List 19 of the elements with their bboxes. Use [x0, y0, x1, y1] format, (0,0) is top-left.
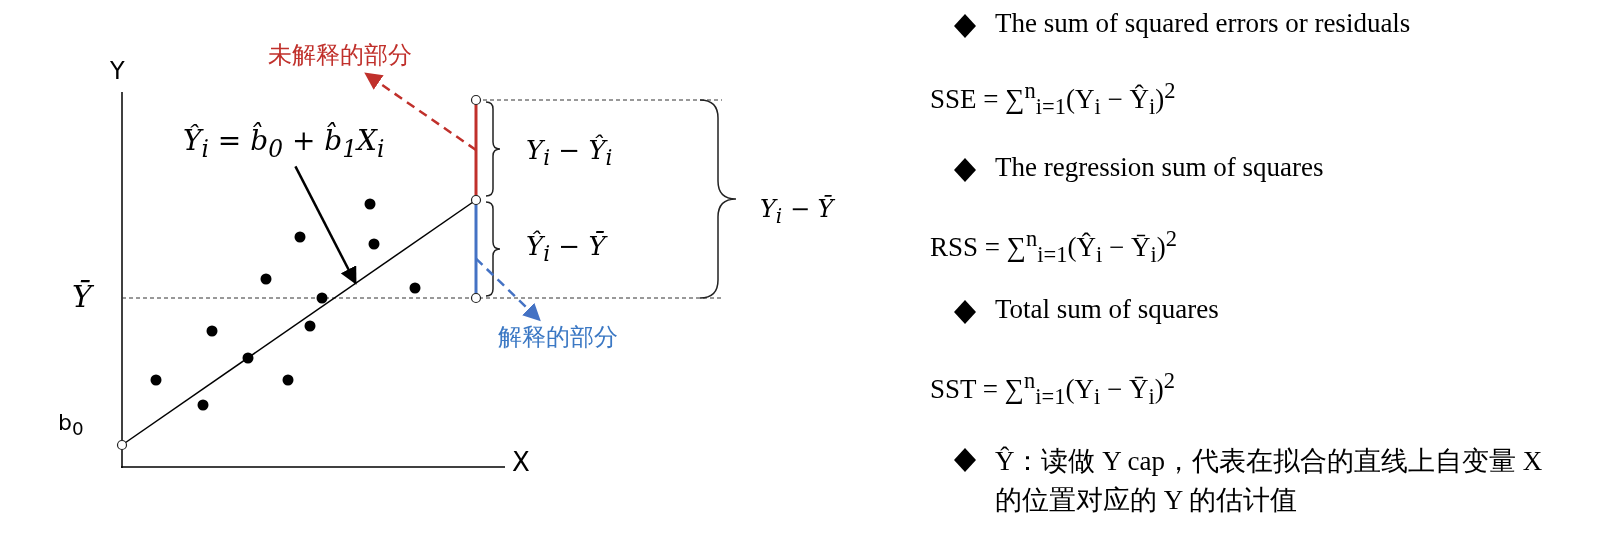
formula: SSE = ∑$^{n}$$_{i=1}$(Y$_{i}$ − Ŷ$_{i}$)$^{2}$ — [930, 78, 1176, 121]
bullet-text: The sum of squared errors or residuals — [995, 8, 1411, 40]
axis-label: Ȳ — [72, 280, 92, 315]
dashed-arrow — [475, 257, 541, 322]
difference-label: Y$_{i}$ − Ȳ — [760, 196, 834, 228]
axis-label: X — [512, 448, 530, 478]
difference-label: Y$_{i}$ − Ŷ$_{i}$ — [526, 136, 613, 172]
axis-label: Y — [110, 58, 125, 86]
formula: RSS = ∑$^{n}$$_{i=1}$(Ŷ$_{i}$ − Ȳ$_{i}$)$^{2}$ — [930, 226, 1177, 269]
arrow — [294, 165, 357, 285]
bullet-text: The regression sum of squares — [995, 152, 1324, 184]
dashed-arrow — [364, 72, 477, 152]
annotation-label: 未解释的部分 — [268, 42, 412, 70]
bullet-text: Total sum of squares — [995, 294, 1219, 326]
difference-label: Ŷ$_{i}$ − Ȳ — [526, 232, 606, 268]
axis-label: b$_{0}$ — [58, 410, 84, 440]
note-text: Ŷ：读做 Y cap，代表在拟合的直线上自变量 X 的位置对应的 Y 的估计值 — [995, 445, 1544, 518]
formula: SST = ∑$^{n}$$_{i=1}$(Y$_{i}$ − Ȳ$_{i}$)$^{2}$ — [930, 368, 1175, 411]
annotation-label: 解释的部分 — [498, 324, 618, 352]
